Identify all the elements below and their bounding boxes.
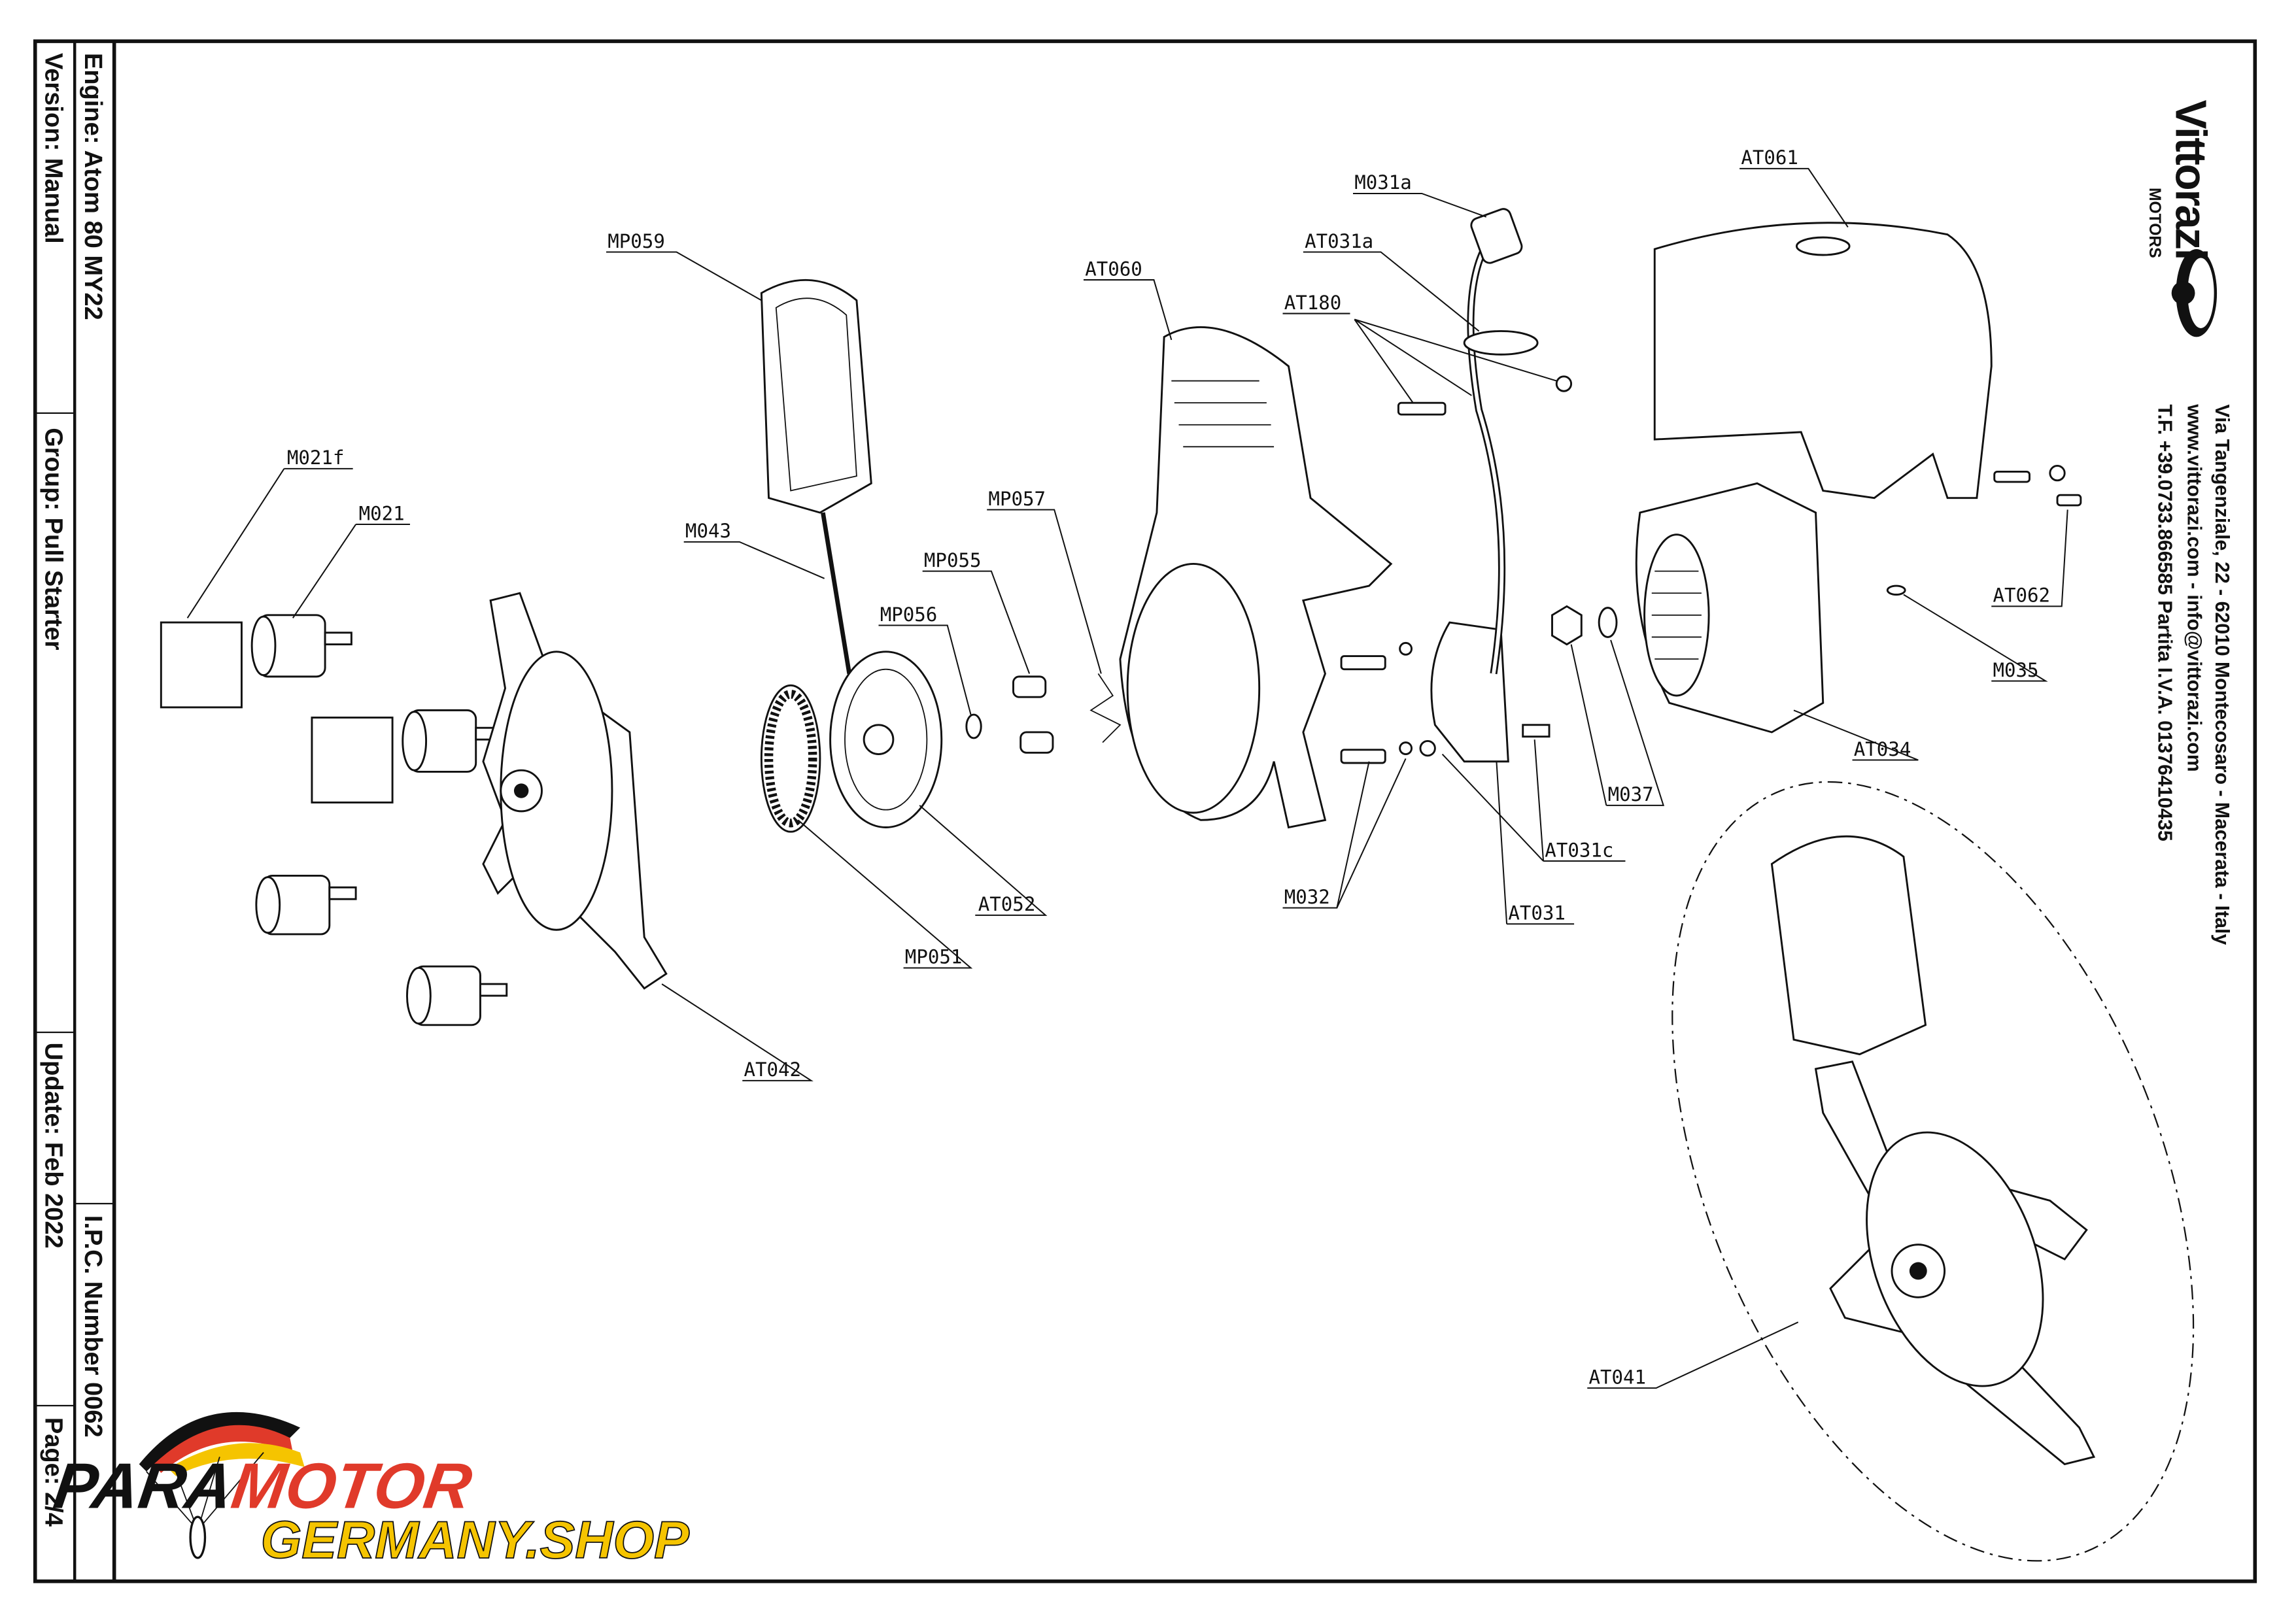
svg-text:Vittorazi: Vittorazi <box>2166 100 2215 260</box>
rope-m043 <box>821 512 852 674</box>
part-label: AT034 <box>1854 738 1911 760</box>
vittorazi-logo: Vittorazi MOTORS <box>2146 100 2218 337</box>
part-label: AT031a <box>1305 230 1373 252</box>
part-label: M037 <box>1608 783 1654 805</box>
brand-phone: T.F. +39.0733.866585 Partita I.V.A. 0137… <box>2154 404 2176 841</box>
rubber-mount <box>250 614 352 678</box>
ignition-coil-at031 <box>1430 621 1509 763</box>
bracket-m021f <box>160 621 243 709</box>
update-label: Update: Feb 2022 <box>39 1043 67 1249</box>
starter-cover-at060 <box>1119 326 1393 829</box>
part-label: AT061 <box>1741 146 1798 169</box>
starter-frame-at042 <box>482 592 668 990</box>
part-label: M032 <box>1284 886 1330 908</box>
svg-text:PARAMOTOR: PARAMOTOR <box>50 1449 476 1521</box>
part-label: MP051 <box>905 946 963 968</box>
svg-text:GERMANY.SHOP: GERMANY.SHOP <box>261 1511 690 1570</box>
part-label: M031a <box>1354 171 1412 194</box>
part-label: AT060 <box>1085 258 1142 280</box>
bracket <box>311 717 394 804</box>
brand-address: Via Tangenziale, 22 - 62010 Montecosaro … <box>2211 404 2233 945</box>
part-labels: M021f M021 MP059 M043 MP057 MP055 MP056 … <box>287 146 2050 1388</box>
part-label: AT180 <box>1284 292 1342 314</box>
part-label: AT041 <box>1588 1366 1646 1388</box>
part-label: AT042 <box>744 1058 801 1081</box>
leader-lines <box>186 167 2068 1389</box>
page-label: Page: 2/4 <box>39 1417 67 1527</box>
group-label: Group: Pull Starter <box>39 428 67 651</box>
part-label: MP059 <box>608 230 665 252</box>
svg-text:MOTORS: MOTORS <box>2146 188 2163 258</box>
part-label: MP057 <box>988 488 1046 510</box>
part-label: M035 <box>1993 659 2038 681</box>
version-label: Version: Manual <box>39 53 67 244</box>
part-label: AT062 <box>1993 584 2050 607</box>
title-block: Engine: Atom 80 MY22 Version: Manual Gro… <box>39 53 106 1527</box>
drawing-frame <box>33 39 2257 1583</box>
part-label: MP056 <box>880 603 938 626</box>
ipc-number-label: I.P.C. Number 0062 <box>79 1215 107 1438</box>
part-label: M021 <box>359 502 405 524</box>
part-drawings <box>160 208 2195 1562</box>
shroud-at061 <box>1653 222 1993 499</box>
part-label: AT052 <box>978 893 1036 915</box>
part-label: MP055 <box>924 549 982 571</box>
rubber-mount <box>255 874 357 936</box>
brand-web: www.vittorazi.com - info@vittorazi.com <box>2183 403 2204 771</box>
rubber-mount <box>402 709 504 773</box>
part-label: AT031c <box>1545 839 1613 861</box>
rubber-mount <box>406 965 508 1026</box>
part-label: M043 <box>685 520 731 542</box>
fan-at034 <box>1635 482 1825 734</box>
pull-handle-mp059 <box>760 279 872 514</box>
engine-label: Engine: Atom 80 MY22 <box>79 53 107 320</box>
assembly-at041 <box>1770 835 2096 1466</box>
part-label: M021f <box>287 447 345 469</box>
part-label: AT031 <box>1508 902 1566 924</box>
paramotor-germany-watermark: PARAMOTOR GERMANY.SHOP <box>50 1412 690 1570</box>
